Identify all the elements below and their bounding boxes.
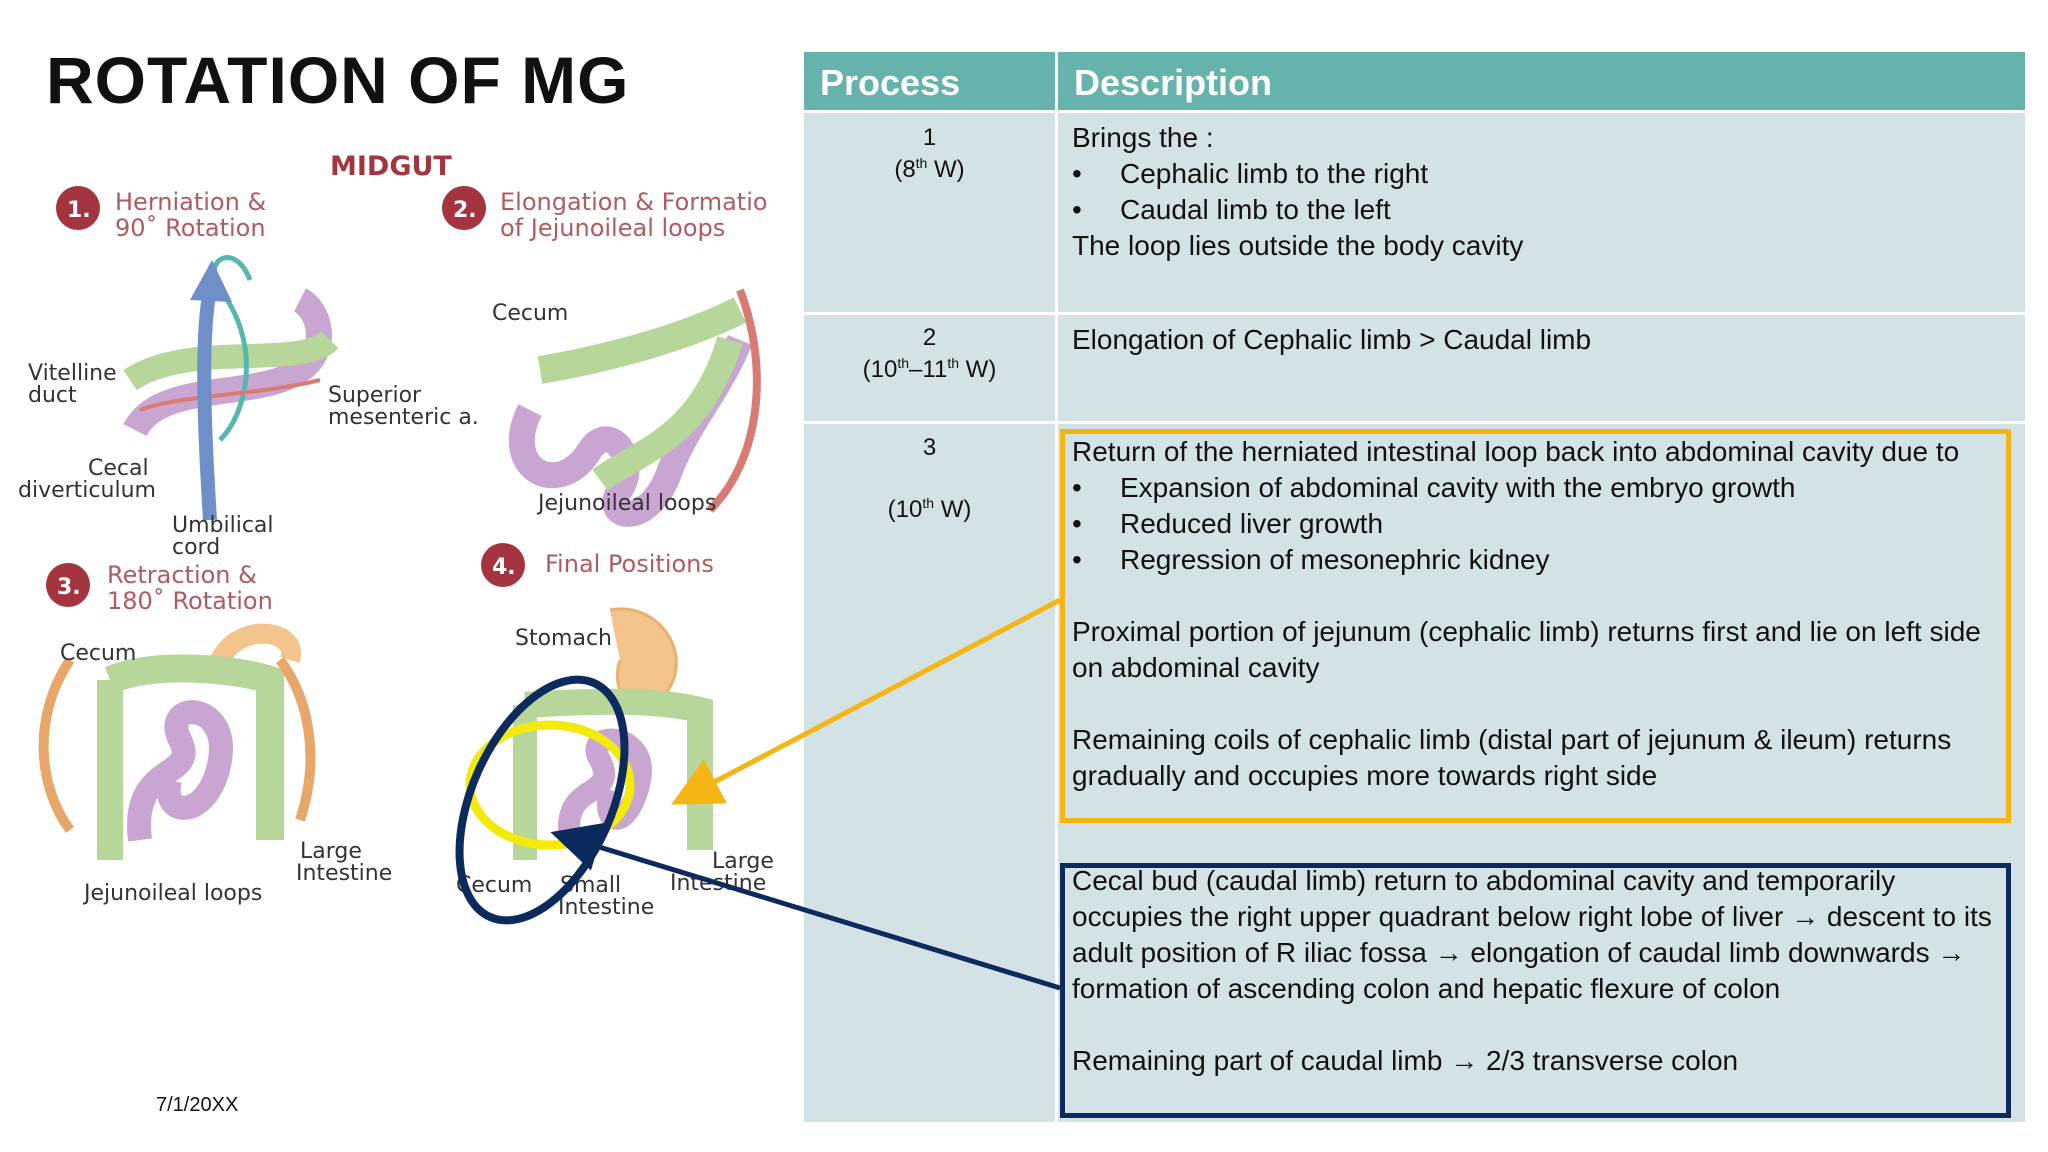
row1-number: 1	[922, 124, 937, 151]
label-small-intestine: Intestine	[558, 895, 654, 920]
row3-para-proximal: Proximal portion of jejunum (cephalic li…	[1072, 616, 1981, 683]
badge-4-number: 4.	[492, 555, 516, 580]
row3-para-remaining: Remaining coils of cephalic limb (distal…	[1072, 724, 1952, 791]
highlight-box-orange	[1060, 429, 2011, 823]
row1-week-post: W)	[927, 156, 965, 183]
row-divider-2	[804, 421, 2025, 424]
label-cecum-2: Cecum	[492, 301, 568, 326]
row2-description: Elongation of Cephalic limb > Caudal lim…	[1072, 324, 1592, 355]
row2-week-post: W)	[959, 356, 997, 383]
row3-description: Return of the herniated intestinal loop …	[1072, 434, 2017, 794]
row2-week-sup: th	[897, 355, 910, 371]
row-divider-header	[804, 110, 2025, 113]
label-mesenteric: mesenteric a.	[328, 405, 479, 430]
label-intestine-3: Intestine	[296, 861, 392, 886]
panel-4-title: Final Positions	[545, 550, 714, 578]
row2-number: 2	[922, 324, 937, 351]
row2-week-sup2: th	[947, 355, 959, 371]
slide-title: ROTATION OF MG	[46, 43, 630, 117]
loop-green-2b	[592, 336, 743, 491]
label-jejunoileal-3: Jejunoileal loops	[82, 881, 262, 906]
header-description: Description	[1058, 52, 2025, 110]
loops-purple-4	[557, 728, 652, 842]
row3-bullet-2: Reduced liver growth	[1072, 506, 2017, 542]
badge-3-number: 3.	[57, 575, 81, 600]
panel-3: 3. Retraction & 180˚ Rotation Cecum Larg…	[38, 561, 392, 906]
label-cecum-4: Cecum	[456, 873, 532, 898]
panel-3-subtitle: 180˚ Rotation	[107, 587, 273, 615]
highlight-box-navy	[1060, 863, 2011, 1118]
row3-cecal-para: Cecal bud (caudal limb) return to abdomi…	[1072, 865, 1992, 1004]
label-superior: Superior	[328, 383, 422, 408]
panel-1-subtitle: 90˚ Rotation	[115, 214, 266, 242]
label-umbilical: Umbilical	[172, 513, 274, 538]
row1-week: (8th W)	[804, 154, 1055, 186]
rotation-arrow-blue	[197, 288, 217, 521]
label-vitelline: Vitelline	[28, 361, 117, 386]
row3-bullet-3: Regression of mesonephric kidney	[1072, 542, 2017, 578]
row3-week-pre: (10	[887, 496, 923, 523]
panel-2-title: Elongation & Formatio	[500, 188, 768, 216]
panel-2-subtitle: of Jejunoileal loops	[500, 214, 725, 242]
row3-number: 3	[922, 434, 937, 461]
arrow-red-2	[707, 288, 761, 513]
header-process: Process	[804, 52, 1069, 110]
label-large-3: Large	[300, 839, 362, 864]
badge-3	[46, 563, 90, 607]
panel-4: 4. Final Positions Stomach Cecum Small I…	[456, 543, 774, 920]
label-jejunoileal-2: Jejunoileal loops	[536, 491, 716, 516]
badge-1-number: 1.	[67, 198, 91, 223]
row1-bullet-1: Cephalic limb to the right	[1072, 156, 2012, 192]
row2-week: (10th–11th W)	[804, 354, 1055, 386]
row3-intro: Return of the herniated intestinal loop …	[1072, 436, 1960, 467]
process-table: Process Description 1 (8th W) Brings the…	[804, 52, 2025, 1122]
row1-description: Brings the : Cephalic limb to the right …	[1072, 120, 2012, 264]
row3-caudal-para: Remaining part of caudal limb → 2/3 tran…	[1072, 1045, 1739, 1076]
diagram-heading: MIDGUT	[330, 151, 452, 182]
label-diverticulum: diverticulum	[18, 478, 156, 503]
arrowhead-blue	[190, 260, 232, 302]
row3-process: 3 (10th W)	[804, 432, 1055, 526]
label-duct: duct	[28, 383, 77, 408]
midgut-rotation-diagram: MIDGUT 1. Herniation & 90˚ Rotation Vite…	[18, 151, 774, 920]
row3-week: (10th W)	[804, 494, 1055, 526]
column-divider	[1055, 52, 1058, 1122]
row-divider-1	[804, 312, 2025, 315]
panel-3-title: Retraction &	[107, 561, 257, 589]
row1-intro: Brings the :	[1072, 122, 1214, 153]
row1-process: 1 (8th W)	[804, 122, 1055, 186]
row2-week-pre: (10	[862, 356, 898, 383]
label-intestine-4: Intestine	[670, 871, 766, 896]
row1-week-pre: (8	[894, 156, 916, 183]
row3-week-sup: th	[922, 495, 935, 511]
row2-week-mid: –11	[909, 356, 948, 383]
row1-outro: The loop lies outside the body cavity	[1072, 230, 1524, 261]
slide-date: 7/1/20XX	[156, 1094, 239, 1116]
arrow-orange-left	[38, 657, 75, 833]
label-cecum-3: Cecum	[60, 641, 136, 666]
label-cord: cord	[172, 535, 220, 560]
badge-2-number: 2.	[453, 198, 477, 223]
row3-cecal-description: Cecal bud (caudal limb) return to abdomi…	[1072, 863, 2012, 1079]
row1-bullet-2: Caudal limb to the left	[1072, 192, 2012, 228]
badge-1	[56, 186, 100, 230]
loops-purple-3	[127, 700, 233, 842]
label-cecal: Cecal	[88, 456, 149, 481]
panel-2: 2. Elongation & Formatio of Jejunoileal …	[442, 186, 768, 527]
row2-process: 2 (10th–11th W)	[804, 322, 1055, 386]
loop-green-2	[537, 297, 747, 384]
label-stomach: Stomach	[515, 626, 612, 651]
row3-bullet-1: Expansion of abdominal cavity with the e…	[1072, 470, 2017, 506]
panel-1: 1. Herniation & 90˚ Rotation Vitelline d…	[18, 186, 479, 560]
mesentery-red	[139, 378, 321, 412]
loop-green-1	[123, 330, 339, 391]
badge-4	[481, 543, 525, 587]
stomach-3	[211, 623, 301, 666]
row1-week-sup: th	[915, 155, 928, 171]
row3-week-post: W)	[934, 496, 972, 523]
colon-green-3	[104, 654, 284, 840]
panel-1-title: Herniation &	[115, 188, 266, 216]
badge-2	[442, 186, 486, 230]
arrow-orange-right	[275, 657, 316, 822]
